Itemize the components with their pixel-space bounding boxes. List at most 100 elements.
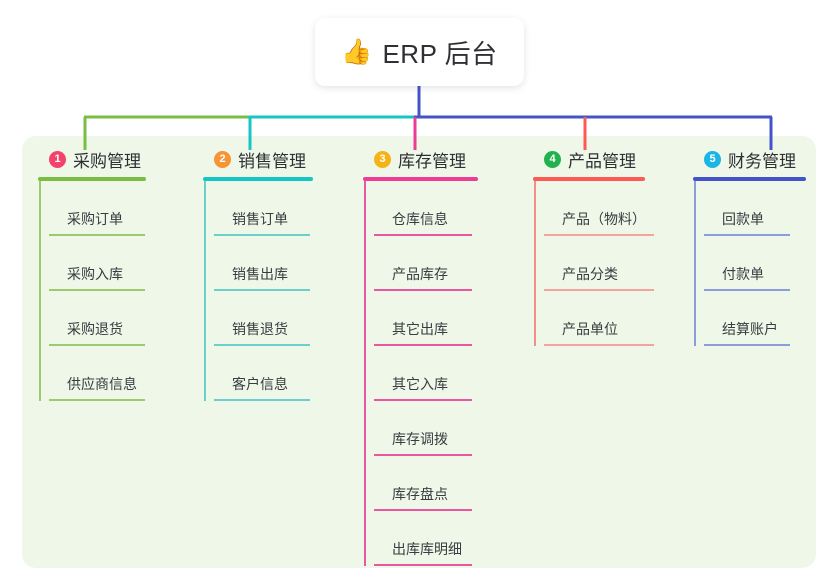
leaf-item-label: 销售订单 <box>232 211 288 227</box>
leaf-item-label: 其它入库 <box>392 376 448 392</box>
leaf-item[interactable]: 采购退货 <box>49 291 188 346</box>
leaf-item-label: 采购退货 <box>67 321 123 337</box>
leaf-item-rule <box>374 454 472 456</box>
column-rail <box>39 181 41 401</box>
column-rail <box>694 181 696 346</box>
leaf-item-rule <box>374 564 472 566</box>
leaf-item[interactable]: 付款单 <box>704 236 833 291</box>
leaf-item-label: 库存调拨 <box>392 431 448 447</box>
leaf-item[interactable]: 产品分类 <box>544 236 693 291</box>
column-rail <box>534 181 536 346</box>
column-rule <box>533 177 645 181</box>
leaf-item-label: 产品（物料） <box>562 211 646 227</box>
column-header-2[interactable]: 2 销售管理 <box>203 146 353 172</box>
leaf-item-label: 销售出库 <box>232 266 288 282</box>
leaf-item-rule <box>374 234 472 236</box>
leaf-item[interactable]: 产品库存 <box>374 236 523 291</box>
column-badge-5: 5 <box>704 150 721 168</box>
leaf-item-label: 销售退货 <box>232 321 288 337</box>
column-title: 库存管理 <box>398 151 466 171</box>
leaf-item-label: 付款单 <box>722 266 764 282</box>
leaf-item-label: 采购入库 <box>67 266 123 282</box>
leaf-item-label: 结算账户 <box>722 321 778 337</box>
column-items: 销售订单销售出库销售退货客户信息 <box>203 181 353 401</box>
leaf-item-label: 库存盘点 <box>392 486 448 502</box>
leaf-item-rule <box>704 344 790 346</box>
root-node[interactable]: 👍 ERP 后台 <box>315 18 524 86</box>
leaf-item-rule <box>704 234 790 236</box>
column-header-3[interactable]: 3 库存管理 <box>363 146 523 172</box>
leaf-item[interactable]: 客户信息 <box>214 346 353 401</box>
leaf-item-label: 产品分类 <box>562 266 618 282</box>
leaf-item-rule <box>374 509 472 511</box>
leaf-item[interactable]: 出库库明细 <box>374 511 523 566</box>
leaf-item-label: 产品库存 <box>392 266 448 282</box>
column-header-5[interactable]: 5 财务管理 <box>693 146 833 172</box>
leaf-item[interactable]: 产品（物料） <box>544 181 693 236</box>
leaf-item-label: 仓库信息 <box>392 211 448 227</box>
column-badge-1: 1 <box>49 150 66 168</box>
diagram-panel <box>22 136 816 568</box>
root-title: ERP 后台 <box>382 38 498 69</box>
leaf-item-label: 供应商信息 <box>67 376 137 392</box>
column-财务管理: 5 财务管理回款单付款单结算账户 <box>693 146 833 346</box>
leaf-item[interactable]: 销售出库 <box>214 236 353 291</box>
leaf-item[interactable]: 销售订单 <box>214 181 353 236</box>
leaf-item-rule <box>214 344 310 346</box>
leaf-item-rule <box>374 344 472 346</box>
column-title: 销售管理 <box>238 151 306 171</box>
leaf-item[interactable]: 库存盘点 <box>374 456 523 511</box>
leaf-item[interactable]: 回款单 <box>704 181 833 236</box>
leaf-item-label: 产品单位 <box>562 321 618 337</box>
leaf-item-rule <box>374 289 472 291</box>
column-rule <box>38 177 146 181</box>
leaf-item-rule <box>544 234 654 236</box>
column-采购管理: 1 采购管理采购订单采购入库采购退货供应商信息 <box>38 146 188 401</box>
column-items: 产品（物料） 产品分类产品单位 <box>533 181 693 346</box>
column-rule <box>363 177 478 181</box>
leaf-item-rule <box>214 289 310 291</box>
column-items: 采购订单采购入库采购退货供应商信息 <box>38 181 188 401</box>
leaf-item[interactable]: 其它入库 <box>374 346 523 401</box>
column-items: 回款单付款单结算账户 <box>693 181 833 346</box>
column-rule <box>693 177 806 181</box>
leaf-item[interactable]: 结算账户 <box>704 291 833 346</box>
leaf-item[interactable]: 销售退货 <box>214 291 353 346</box>
column-header-1[interactable]: 1 采购管理 <box>38 146 188 172</box>
column-销售管理: 2 销售管理销售订单销售出库销售退货客户信息 <box>203 146 353 401</box>
leaf-item[interactable]: 其它出库 <box>374 291 523 346</box>
leaf-item-label: 其它出库 <box>392 321 448 337</box>
column-badge-2: 2 <box>214 150 231 168</box>
column-title: 采购管理 <box>73 151 141 171</box>
leaf-item-label: 客户信息 <box>232 376 288 392</box>
leaf-item[interactable]: 采购入库 <box>49 236 188 291</box>
leaf-item-rule <box>704 289 790 291</box>
column-rail <box>364 181 366 566</box>
leaf-item[interactable]: 产品单位 <box>544 291 693 346</box>
leaf-item[interactable]: 供应商信息 <box>49 346 188 401</box>
leaf-item[interactable]: 库存调拨 <box>374 401 523 456</box>
leaf-item-rule <box>374 399 472 401</box>
leaf-item-label: 出库库明细 <box>392 541 462 557</box>
column-title: 财务管理 <box>728 151 796 171</box>
leaf-item-rule <box>544 289 654 291</box>
thumbs-up-icon: 👍 <box>341 37 373 66</box>
column-rule <box>203 177 313 181</box>
leaf-item-rule <box>49 234 145 236</box>
leaf-item-rule <box>49 344 145 346</box>
column-items: 仓库信息产品库存其它出库其它入库库存调拨库存盘点出库库明细 <box>363 181 523 566</box>
leaf-item[interactable]: 采购订单 <box>49 181 188 236</box>
leaf-item-rule <box>214 399 310 401</box>
leaf-item-rule <box>49 399 145 401</box>
column-badge-3: 3 <box>374 150 391 168</box>
column-库存管理: 3 库存管理仓库信息产品库存其它出库其它入库库存调拨库存盘点出库库明细 <box>363 146 523 566</box>
leaf-item-label: 回款单 <box>722 211 764 227</box>
leaf-item-label: 采购订单 <box>67 211 123 227</box>
leaf-item-rule <box>214 234 310 236</box>
leaf-item[interactable]: 仓库信息 <box>374 181 523 236</box>
column-rail <box>204 181 206 401</box>
leaf-item-rule <box>544 344 654 346</box>
